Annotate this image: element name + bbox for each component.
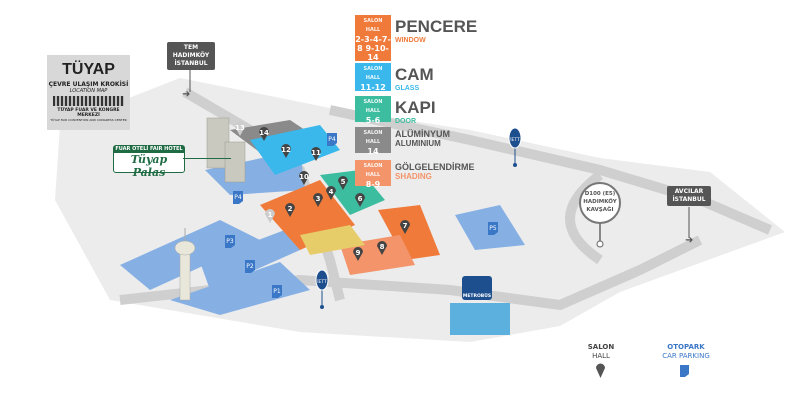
salon-legend-icon xyxy=(596,363,605,378)
tuyap-logo: TÜYAP xyxy=(62,61,115,78)
building-image xyxy=(53,96,124,106)
entrance-building xyxy=(300,225,365,255)
hotel-connector xyxy=(183,158,231,159)
svg-text:6: 6 xyxy=(358,195,363,203)
parking-marker[interactable]: P3 xyxy=(225,235,235,248)
svg-text:14: 14 xyxy=(259,129,269,137)
svg-text:9: 9 xyxy=(356,249,361,257)
avcilar-arrow-icon: ➜ xyxy=(685,235,693,246)
svg-text:5: 5 xyxy=(341,178,346,186)
halls xyxy=(230,120,440,275)
svg-text:P4: P4 xyxy=(234,194,242,201)
hall-marker-13[interactable]: 13 xyxy=(235,122,245,136)
hall-marker-14[interactable]: 14 xyxy=(259,127,269,141)
hall-marker-12[interactable]: 12 xyxy=(281,144,291,158)
iett-bus-stop-icon[interactable]: İETT xyxy=(508,127,522,167)
hall-marker-4[interactable]: 4 xyxy=(326,186,336,200)
parking-marker[interactable]: P4 xyxy=(233,191,243,204)
hall-marker-8[interactable]: 8 xyxy=(377,241,387,255)
tem-arrow-icon: ➜ xyxy=(182,89,190,100)
parking-marker[interactable]: P5 xyxy=(488,222,498,235)
hall-marker-10[interactable]: 10 xyxy=(299,171,309,185)
hall-marker-1[interactable]: 1 xyxy=(265,209,275,223)
hall-marker-2[interactable]: 2 xyxy=(285,203,295,217)
svg-text:3: 3 xyxy=(316,195,321,203)
hall-marker-11[interactable]: 11 xyxy=(311,147,321,161)
svg-text:P3: P3 xyxy=(226,238,234,245)
logo-box: TÜYAP ÇEVRE ULAŞIM KROKİSİ LOCATION MAP … xyxy=(47,55,130,130)
metrobus-sign[interactable]: METROBÜS xyxy=(462,276,492,300)
parking-marker[interactable]: P4 xyxy=(327,133,337,146)
svg-text:P2: P2 xyxy=(246,263,254,270)
svg-text:P1: P1 xyxy=(273,288,281,295)
iett-bus-stop-icon[interactable]: İETT xyxy=(315,269,329,309)
hall-marker-7[interactable]: 7 xyxy=(400,220,410,234)
d100-sign xyxy=(579,182,621,248)
svg-text:12: 12 xyxy=(281,146,291,154)
logo-subtitle: LOCATION MAP xyxy=(69,88,108,94)
parking-marker[interactable]: P2 xyxy=(245,260,255,273)
svg-text:10: 10 xyxy=(299,173,309,181)
hall-marker-9[interactable]: 9 xyxy=(353,247,363,261)
hall-marker-6[interactable]: 6 xyxy=(355,193,365,207)
svg-text:İETT: İETT xyxy=(510,136,520,143)
svg-text:13: 13 xyxy=(235,124,245,132)
tv-tower xyxy=(174,228,196,301)
parking-marker[interactable]: P1 xyxy=(272,285,282,298)
logo-center-en: TÜYAP FAIR CONVENTION AND CONGRESS CENTE… xyxy=(50,118,127,122)
svg-text:P4: P4 xyxy=(328,136,336,143)
svg-text:P5: P5 xyxy=(489,225,497,232)
logo-center: TÜYAP FUAR VE KONGRE MERKEZİ xyxy=(57,108,120,118)
svg-text:1: 1 xyxy=(268,211,273,219)
svg-text:2: 2 xyxy=(288,205,293,213)
hotel-towers xyxy=(206,117,246,183)
hotel-label[interactable]: FUAR OTELİ FAIR HOTEL Tüyap Palas xyxy=(113,145,185,179)
logo-title: ÇEVRE ULAŞIM KROKİSİ xyxy=(48,81,129,88)
hall-11-12 xyxy=(250,125,340,175)
parking-legend-icon xyxy=(680,365,689,377)
hall-7 xyxy=(378,205,440,260)
svg-text:4: 4 xyxy=(329,188,334,196)
svg-text:8: 8 xyxy=(380,243,385,251)
hall-marker-3[interactable]: 3 xyxy=(313,192,323,207)
svg-text:11: 11 xyxy=(311,149,321,157)
hall-marker-5[interactable]: 5 xyxy=(338,176,348,190)
svg-text:İETT: İETT xyxy=(317,278,327,285)
svg-text:7: 7 xyxy=(403,222,408,230)
